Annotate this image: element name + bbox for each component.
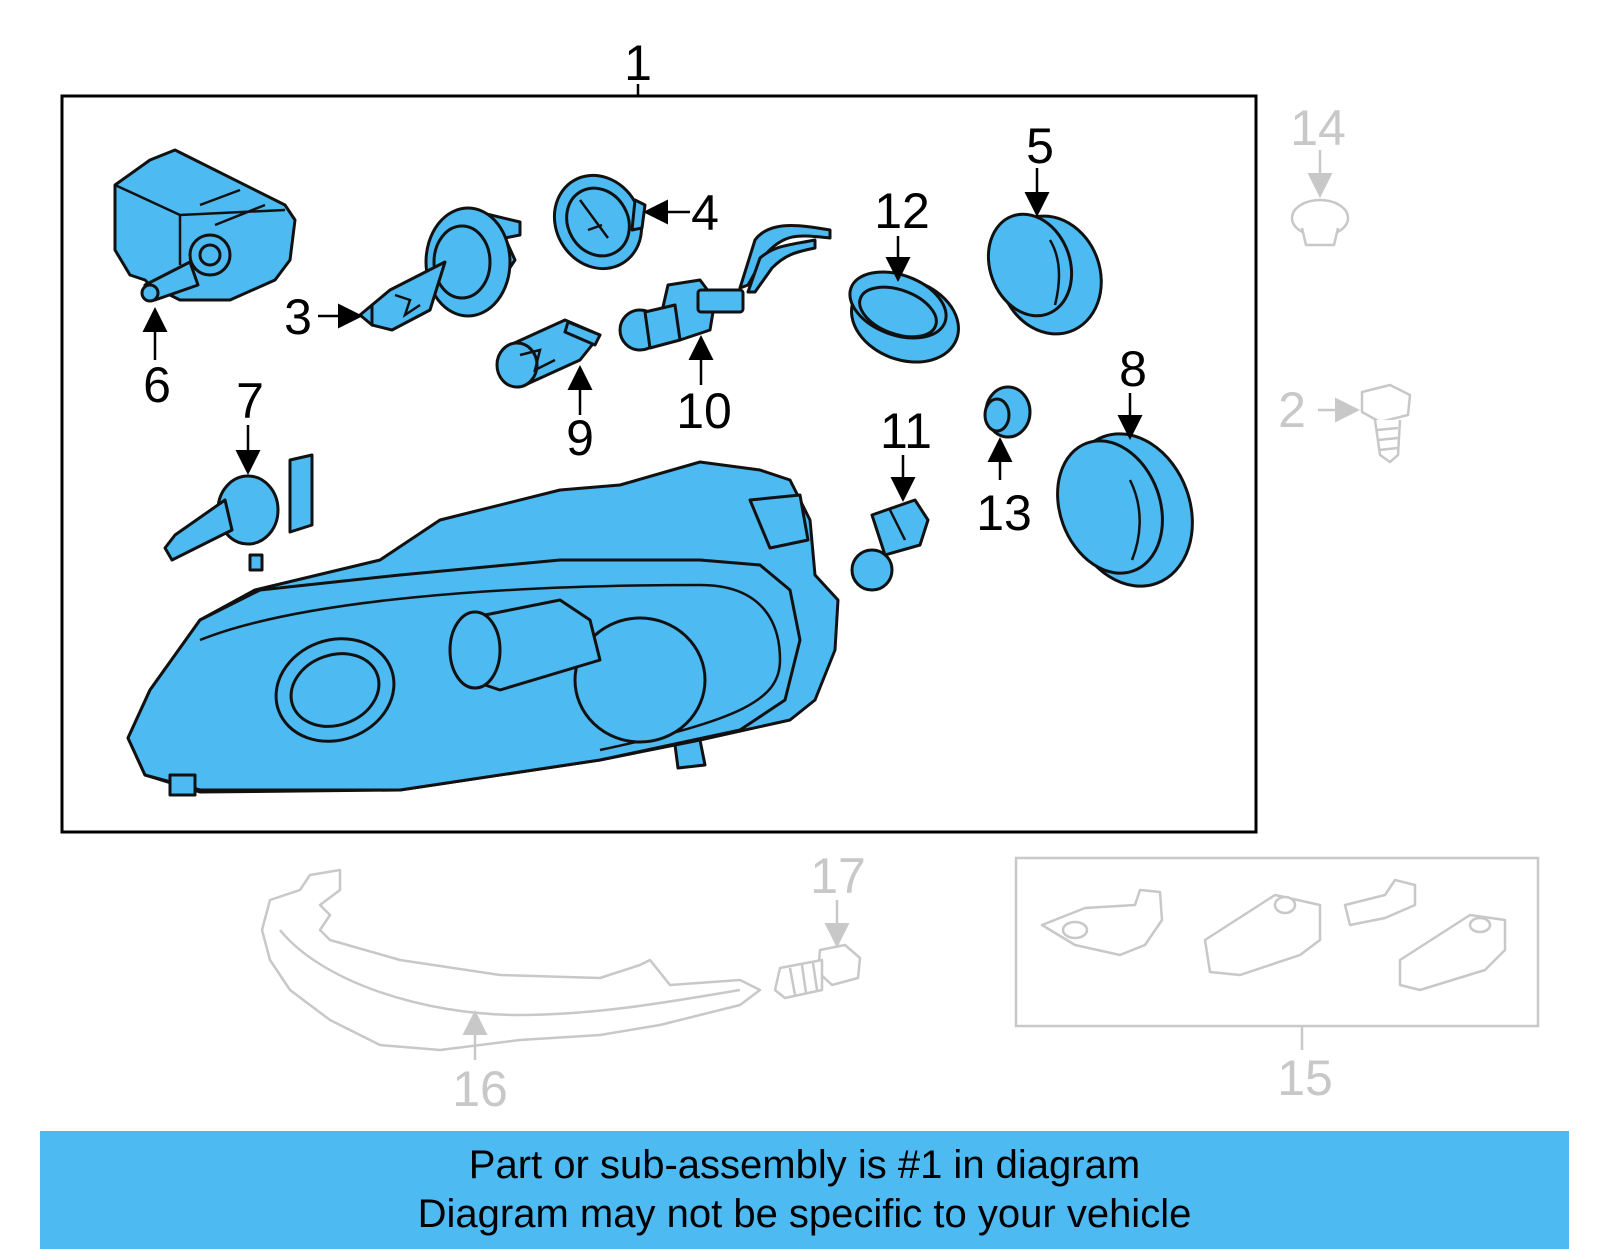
assembly-box [60, 94, 1258, 834]
callout-1[interactable]: 1 [624, 35, 652, 91]
callout-10[interactable]: 10 [676, 383, 732, 439]
part-15-bracket-kit [1014, 856, 1540, 1028]
callout-8[interactable]: 8 [1119, 341, 1147, 397]
callout-6[interactable]: 6 [143, 357, 171, 413]
part-4-bulb-socket[interactable] [538, 159, 659, 284]
part-13-small-cap[interactable] [983, 385, 1032, 439]
part-8-large-cap[interactable] [1040, 416, 1213, 604]
callout-2[interactable]: 2 [1278, 382, 1306, 438]
part-11-side-bulb[interactable] [850, 498, 930, 592]
part-3-headlight-bulb[interactable] [358, 206, 522, 332]
callout-15[interactable]: 15 [1277, 1050, 1333, 1106]
part-6-leveling-motor[interactable] [113, 148, 297, 303]
callout-7[interactable]: 7 [236, 373, 264, 429]
callout-11[interactable]: 11 [880, 403, 932, 459]
callout-12[interactable]: 12 [874, 183, 930, 239]
part-17-bolt [773, 943, 862, 1000]
part-12-seal-ring[interactable] [840, 260, 971, 377]
callout-5[interactable]: 5 [1026, 118, 1054, 174]
part-5-dust-cap[interactable] [975, 202, 1118, 349]
info-banner: Part or sub-assembly is #1 in diagram Di… [40, 1131, 1569, 1249]
part-1-headlamp-assembly[interactable] [126, 460, 840, 797]
callout-17[interactable]: 17 [810, 848, 866, 904]
callout-13[interactable]: 13 [976, 485, 1032, 541]
callout-3[interactable]: 3 [284, 289, 312, 345]
banner-line-1: Part or sub-assembly is #1 in diagram [468, 1143, 1141, 1187]
part-9-wedge-bulb[interactable] [495, 318, 602, 389]
part-14-clip [1290, 198, 1350, 247]
part-10-bulb-harness[interactable] [618, 224, 832, 352]
callout-16[interactable]: 16 [452, 1061, 508, 1117]
part-7-turn-signal-bulb[interactable] [163, 453, 314, 572]
part-16-bracket [260, 868, 762, 1052]
banner-line-2: Diagram may not be specific to your vehi… [417, 1192, 1192, 1236]
callout-9[interactable]: 9 [566, 410, 594, 466]
callout-14[interactable]: 14 [1290, 100, 1346, 156]
part-2-screw [1360, 383, 1412, 464]
callout-4[interactable]: 4 [691, 185, 719, 241]
